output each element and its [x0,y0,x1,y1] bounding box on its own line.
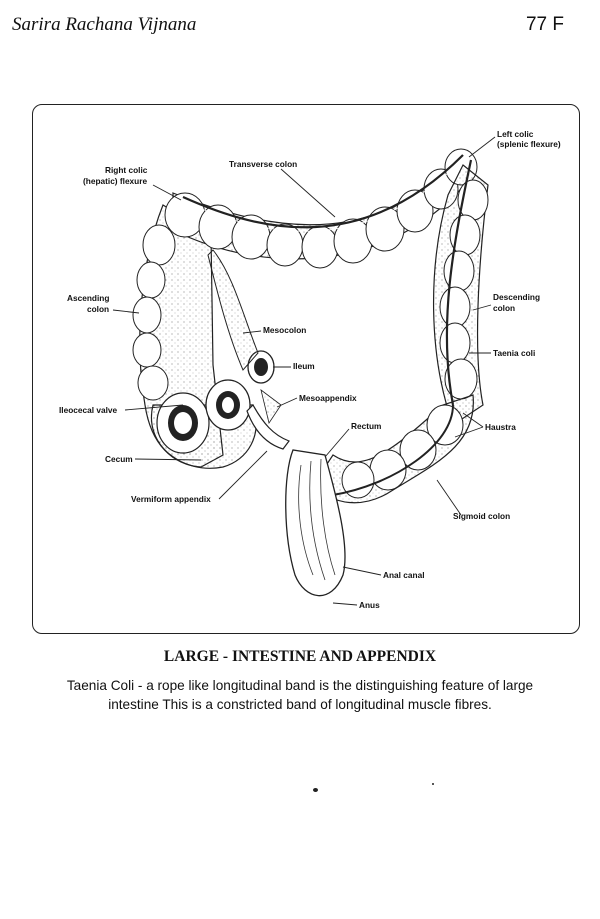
label-ileocecal-valve: Ileocecal valve [59,405,118,415]
label-ascending: Ascending [67,293,109,303]
label-vermiform-appendix: Vermiform appendix [131,494,211,504]
label-rectum: Rectum [351,421,381,431]
label-descending: Descending [493,292,540,302]
mesocolon-shape [207,249,259,371]
descending-colon-shape [433,159,489,426]
label-haustra: Haustra [485,422,516,432]
label-ascending-colon: colon [87,304,109,314]
label-left-colic: Left colic [497,129,534,139]
vermiform-appendix-shape [246,404,290,450]
label-mesocolon: Mesocolon [263,325,306,335]
caption-line-2: intestine This is a constricted band of … [108,697,492,712]
figure-frame: Left colic (splenic flexure) Transverse … [32,104,580,634]
label-right-colic: Right colic [105,165,148,175]
label-hepatic-flexure: (hepatic) flexure [83,176,147,186]
sigmoid-colon-shape [312,394,474,504]
large-intestine-illustration: Left colic (splenic flexure) Transverse … [59,129,561,610]
caption-line-1: Taenia Coli - a rope like longitudinal b… [66,678,534,693]
label-descending-colon: colon [493,303,515,313]
page-number: 77 F [525,14,564,35]
label-taenia-coli: Taenia coli [493,348,535,358]
cecum-shape [150,379,257,469]
print-speck [313,788,318,792]
label-cecum: Cecum [105,454,133,464]
label-anus: Anus [359,600,380,610]
label-transverse-colon: Transverse colon [229,159,297,169]
print-speck [432,783,434,785]
mesoappendix-shape [260,389,282,424]
label-sigmoid-colon: Sigmoid colon [453,511,510,521]
label-splenic-flexure: (splenic flexure) [497,139,561,149]
ascending-colon-shape [132,204,224,468]
label-ileum: Ileum [293,361,315,371]
rectum-shape [285,449,346,597]
running-header-title: Sarira Rachana Vijnana [12,14,197,35]
figure-caption-body: Taenia Coli - a rope like longitudinal b… [50,676,550,714]
label-mesoappendix: Mesoappendix [299,393,357,403]
leader-lines [112,136,496,606]
label-anal-canal: Anal canal [383,570,425,580]
figure-caption-title: LARGE - INTESTINE AND APPENDIX [163,648,437,665]
